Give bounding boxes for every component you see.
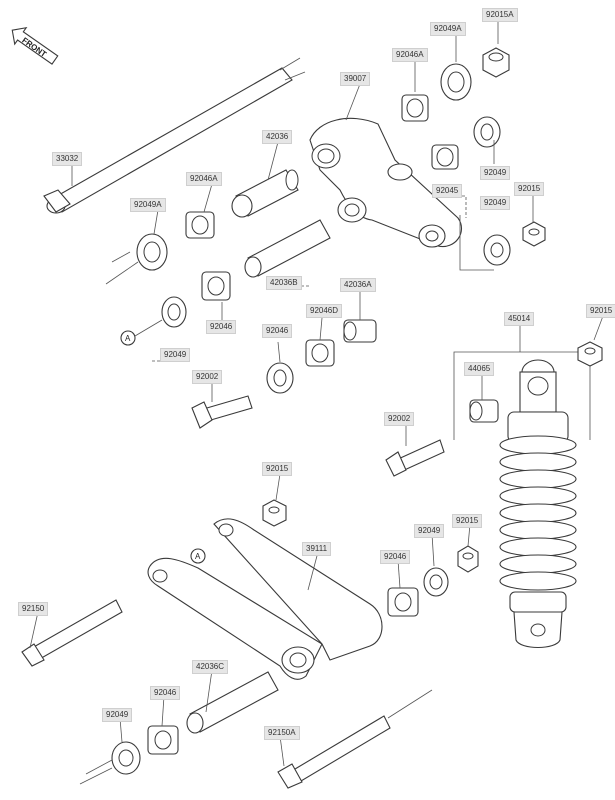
label-92049-low: 92049 [414,524,445,538]
label-92046-left: 92046 [206,320,237,334]
label-33032: 33032 [52,152,83,166]
bolt-92002-mid [385,439,445,477]
label-92002-mid: 92002 [384,412,415,426]
label-92049A-left: 92049A [130,198,166,212]
label-39111: 39111 [302,542,332,556]
bearing-92045 [431,144,459,170]
spacer-44065 [469,399,499,423]
label-42036C: 42036C [192,660,229,674]
label-42036B: 42036B [266,276,302,290]
reference-marker-a: A [120,319,163,346]
reference-marker-a-lower: A [190,548,206,564]
label-92049-bottom: 92049 [102,708,133,722]
label-92015-right: 92015 [586,304,615,318]
svg-text:A: A [125,334,131,343]
bearing-92046D [305,339,335,367]
nut-92015-top [522,221,546,247]
label-39007: 39007 [340,72,371,86]
front-arrow-icon: FRONT [11,26,59,65]
nut-92015-low [457,545,479,573]
label-92045: 92045 [432,184,463,198]
bearing-92046A-left [185,211,215,239]
bearing-92049A-top [440,63,472,101]
label-42036A: 42036A [340,278,376,292]
bolt-92002-top [191,395,253,429]
sleeve-42036 [231,169,299,218]
seal-92049-right [473,116,501,148]
seal-92049-low [423,567,449,597]
label-92002-top: 92002 [192,370,223,384]
spring-coils [499,435,577,591]
label-92046-low: 92046 [380,550,411,564]
bolt-92150A [277,689,433,789]
bearing-92046-left [201,271,231,301]
seal-92049A-left [105,233,168,285]
sleeve-42036B [244,219,331,278]
label-45014: 45014 [504,312,535,326]
label-92046-bottom: 92046 [150,686,181,700]
label-92049A-top: 92049A [430,22,466,36]
seal-92040 [266,362,294,394]
label-92150A: 92150A [264,726,300,740]
nut-92015-right [577,341,603,367]
label-92049-left: 92049 [160,348,191,362]
label-92015A: 92015A [482,8,518,22]
bolt-92150 [21,599,123,667]
label-92046A: 92046A [392,48,428,62]
rocker-arm-39007 [309,117,463,248]
seal-92049-bottom [79,741,141,785]
label-92049-right: 92049 [480,166,511,180]
label-92049-right2: 92049 [480,196,511,210]
label-92150: 92150 [18,602,49,616]
seal-92049-right2 [483,234,511,266]
label-92015-mid: 92015 [262,462,293,476]
bearing-92046A-top [401,94,429,122]
collar-92015A [482,47,510,78]
seal-92049-left [161,296,187,328]
label-92046D: 92046D [306,304,343,318]
sleeve-42036C [186,671,279,734]
label-92046-mid: 92046 [262,324,293,338]
bearing-92046-low [387,587,419,617]
label-92015-low: 92015 [452,514,483,528]
label-44065: 44065 [464,362,495,376]
label-42036: 42036 [262,130,293,144]
tie-rod-39111 [147,518,383,680]
pivot-shaft-33032 [43,57,306,214]
svg-text:A: A [195,552,201,561]
nut-92015-mid [262,499,287,527]
shock-absorber-45014 [453,351,591,649]
bearing-92046-bottom [147,725,179,755]
label-92046A-left: 92046A [186,172,222,186]
label-92015-top: 92015 [514,182,545,196]
collar-42036A [343,319,377,343]
